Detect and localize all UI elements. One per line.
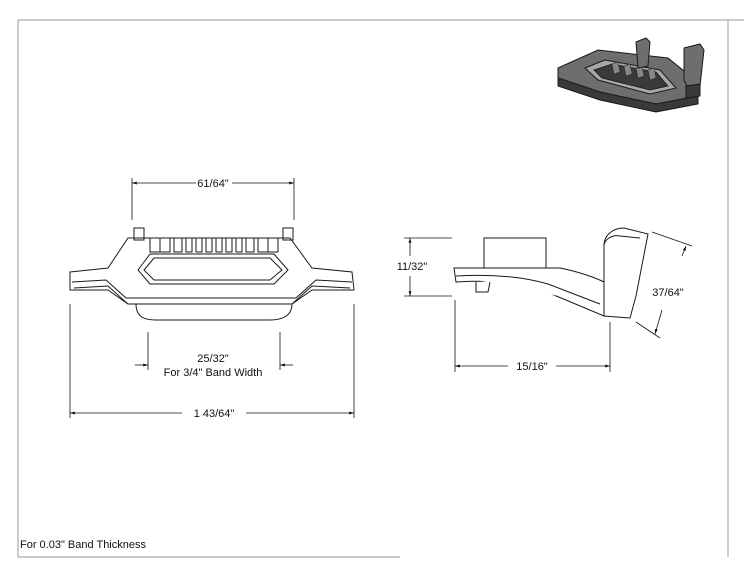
- dim-side-height: 11/32": [397, 261, 428, 273]
- front-ribs: [149, 237, 279, 253]
- dim-side-tab-height: 37/64": [652, 287, 684, 299]
- band-thickness-note: For 0.03" Band Thickness: [20, 539, 146, 551]
- isometric-view: [557, 37, 705, 113]
- dim-side-length: 15/16": [516, 361, 548, 373]
- dim-band-width-note: For 3/4" Band Width: [164, 367, 263, 379]
- sheet-frame: [17, 19, 744, 558]
- front-dimensions: [69, 178, 355, 418]
- side-dimensions: [404, 231, 693, 372]
- dim-band-width-value: 25/32": [197, 353, 229, 365]
- dim-front-top-width: 61/64": [197, 178, 229, 190]
- dim-overall-length: 1 43/64": [194, 408, 235, 420]
- side-view: [453, 227, 649, 319]
- front-view: [69, 227, 355, 321]
